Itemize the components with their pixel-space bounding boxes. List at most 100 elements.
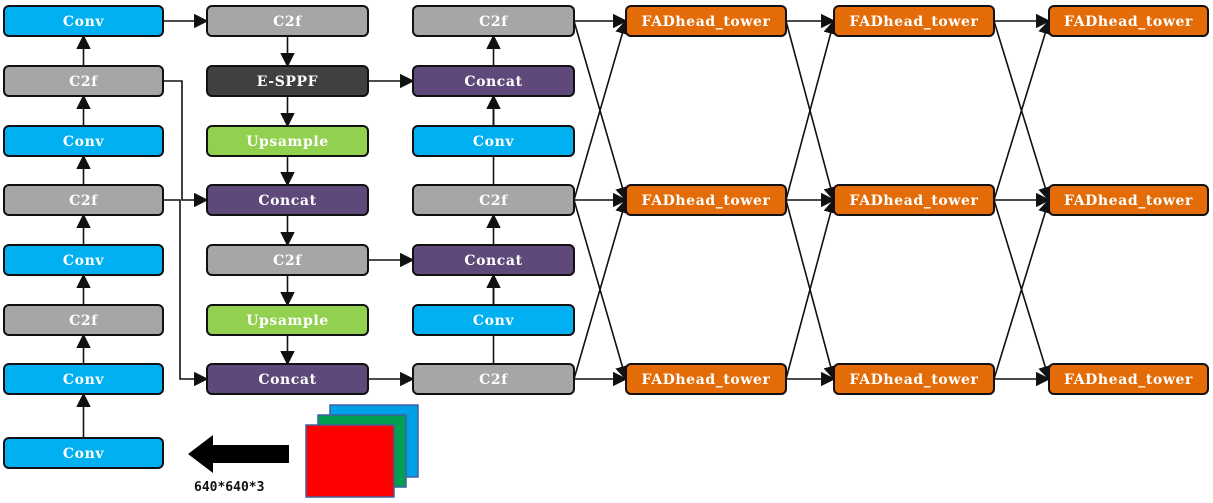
arrow-h21-to-h32	[993, 198, 1053, 380]
upsample-block	[206, 304, 369, 336]
node-h31: FADhead_tower	[1048, 363, 1209, 395]
node-n7: Concat	[206, 363, 369, 395]
upsample-block	[206, 125, 369, 157]
c2f-block	[3, 304, 164, 336]
conv-block	[3, 244, 164, 276]
head-block	[833, 363, 995, 395]
conv-block	[3, 363, 164, 395]
node-p5: Concat	[412, 65, 575, 97]
conv-label: Conv	[63, 446, 104, 462]
concat-label: Concat	[464, 74, 522, 90]
head-label: FADhead_tower	[641, 372, 770, 388]
conv-block	[412, 304, 575, 336]
head-block	[625, 5, 787, 37]
head-label: FADhead_tower	[641, 14, 770, 30]
arrow-h22-to-h33	[993, 19, 1053, 201]
connection-arrows	[76, 13, 1053, 438]
c2f-block	[3, 65, 164, 97]
head-block	[1048, 5, 1209, 37]
node-b6: Conv	[3, 125, 164, 157]
conv-label: Conv	[63, 134, 104, 150]
concat-label: Concat	[464, 253, 522, 269]
node-p4: C2f	[412, 184, 575, 216]
conv-block	[412, 125, 575, 157]
c2f-block	[412, 363, 575, 395]
input-channel-red	[305, 424, 395, 498]
node-b8: Conv	[3, 5, 164, 37]
head-block	[833, 184, 995, 216]
node-h12: FADhead_tower	[625, 184, 787, 216]
node-h13: FADhead_tower	[625, 5, 787, 37]
c2f-label: C2f	[479, 372, 508, 388]
conv-label: Conv	[63, 253, 104, 269]
arrow-b5-to-n7	[163, 199, 209, 387]
c2f-label: C2f	[69, 74, 98, 90]
arrow-b7-to-n4	[163, 80, 209, 208]
node-b4: Conv	[3, 244, 164, 276]
head-block	[1048, 363, 1209, 395]
head-label: FADhead_tower	[849, 14, 978, 30]
node-p1: C2f	[412, 363, 575, 395]
concat-label: Concat	[258, 372, 316, 388]
conv-label: Conv	[63, 14, 104, 30]
arrow-p4-to-h13	[573, 19, 630, 201]
node-h33: FADhead_tower	[1048, 5, 1209, 37]
conv-label: Conv	[473, 134, 514, 150]
concat-label: Concat	[258, 193, 316, 209]
node-h23: FADhead_tower	[833, 5, 995, 37]
c2f-label: C2f	[479, 14, 508, 30]
conv-block	[3, 125, 164, 157]
node-n1: C2f	[206, 5, 369, 37]
node-h11: FADhead_tower	[625, 363, 787, 395]
concat-block	[206, 363, 369, 395]
concat-block	[206, 184, 369, 216]
node-b7: C2f	[3, 65, 164, 97]
c2f-label: C2f	[273, 14, 302, 30]
c2f-block	[3, 184, 164, 216]
input-image-group: 640*640*3	[188, 404, 419, 498]
head-label: FADhead_tower	[641, 193, 770, 209]
node-b3: C2f	[3, 304, 164, 336]
upsample-label: Upsample	[246, 313, 329, 329]
node-p7: C2f	[412, 5, 575, 37]
node-n2: E-SPPF	[206, 65, 369, 97]
c2f-label: C2f	[69, 193, 98, 209]
node-p3: Conv	[412, 304, 575, 336]
head-label: FADhead_tower	[1064, 14, 1193, 30]
head-block	[625, 184, 787, 216]
conv-label: Conv	[63, 372, 104, 388]
sppf-label: E-SPPF	[257, 74, 318, 90]
node-h32: FADhead_tower	[1048, 184, 1209, 216]
node-p2: Concat	[412, 244, 575, 276]
head-block	[833, 5, 995, 37]
arrow-h12-to-h23	[785, 19, 838, 201]
concat-block	[412, 65, 575, 97]
c2f-block	[206, 5, 369, 37]
c2f-block	[412, 184, 575, 216]
input-size-label: 640*640*3	[194, 480, 264, 495]
node-h21: FADhead_tower	[833, 363, 995, 395]
concat-block	[412, 244, 575, 276]
c2f-label: C2f	[479, 193, 508, 209]
head-block	[1048, 184, 1209, 216]
node-n6: Upsample	[206, 304, 369, 336]
head-block	[625, 363, 787, 395]
c2f-block	[206, 244, 369, 276]
node-b5: C2f	[3, 184, 164, 216]
arrow-h11-to-h22	[785, 198, 838, 380]
c2f-block	[412, 5, 575, 37]
node-b2: Conv	[3, 363, 164, 395]
head-label: FADhead_tower	[849, 372, 978, 388]
sppf-block	[206, 65, 369, 97]
node-b1: Conv	[3, 437, 164, 469]
node-n3: Upsample	[206, 125, 369, 157]
c2f-label: C2f	[273, 253, 302, 269]
diagram-nodes: ConvC2fConvC2fConvC2fConvConvC2fE-SPPFUp…	[3, 5, 1209, 469]
node-n4: Concat	[206, 184, 369, 216]
conv-block	[3, 5, 164, 37]
node-h22: FADhead_tower	[833, 184, 995, 216]
conv-label: Conv	[473, 313, 514, 329]
head-label: FADhead_tower	[1064, 372, 1193, 388]
